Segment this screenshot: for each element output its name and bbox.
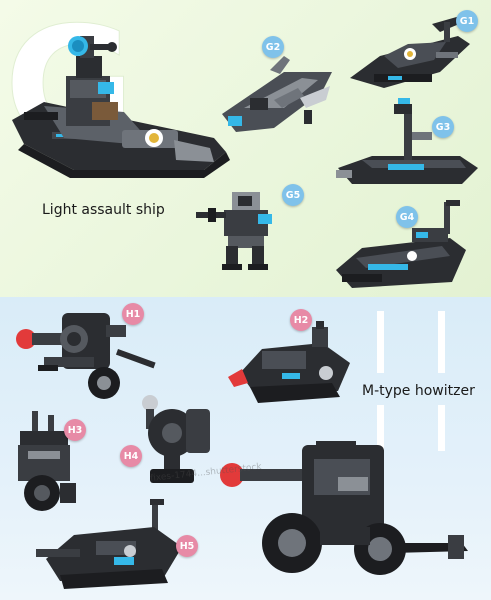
- letter-bar-left: [377, 311, 384, 373]
- g2-jet-model: [222, 56, 332, 132]
- h5-badge: H5: [176, 535, 198, 557]
- letter-bar-left-lower: [377, 405, 384, 451]
- g4-boat-model: [336, 200, 466, 288]
- howitzer-panel: M-type howitzer: [0, 297, 491, 600]
- h1-cannon-model: [16, 313, 156, 399]
- letter-bar-right-lower: [438, 405, 445, 451]
- h5-vehicle-model: [36, 499, 182, 589]
- light-assault-ship-model: [12, 36, 230, 178]
- g2-badge: G2: [262, 36, 284, 58]
- g5-robot-model: [196, 192, 272, 270]
- g3-boat-model: [336, 98, 478, 184]
- h2-vehicle-model: [228, 321, 350, 403]
- g5-badge: G5: [282, 184, 304, 206]
- h4-badge: H4: [120, 445, 142, 467]
- h1-badge: H1: [122, 303, 144, 325]
- m-type-howitzer-model: [220, 441, 468, 575]
- h4-model: [142, 395, 210, 483]
- h2-badge: H2: [290, 309, 312, 331]
- h3-badge: H3: [64, 419, 86, 441]
- letter-bar-right: [438, 311, 445, 373]
- assault-ship-caption: Light assault ship: [42, 202, 165, 218]
- g4-badge: G4: [396, 206, 418, 228]
- g3-badge: G3: [432, 116, 454, 138]
- g1-badge: G1: [456, 10, 478, 32]
- assault-ship-panel: G: [0, 0, 491, 297]
- howitzer-caption: M-type howitzer: [362, 383, 475, 399]
- h3-model: [18, 411, 76, 511]
